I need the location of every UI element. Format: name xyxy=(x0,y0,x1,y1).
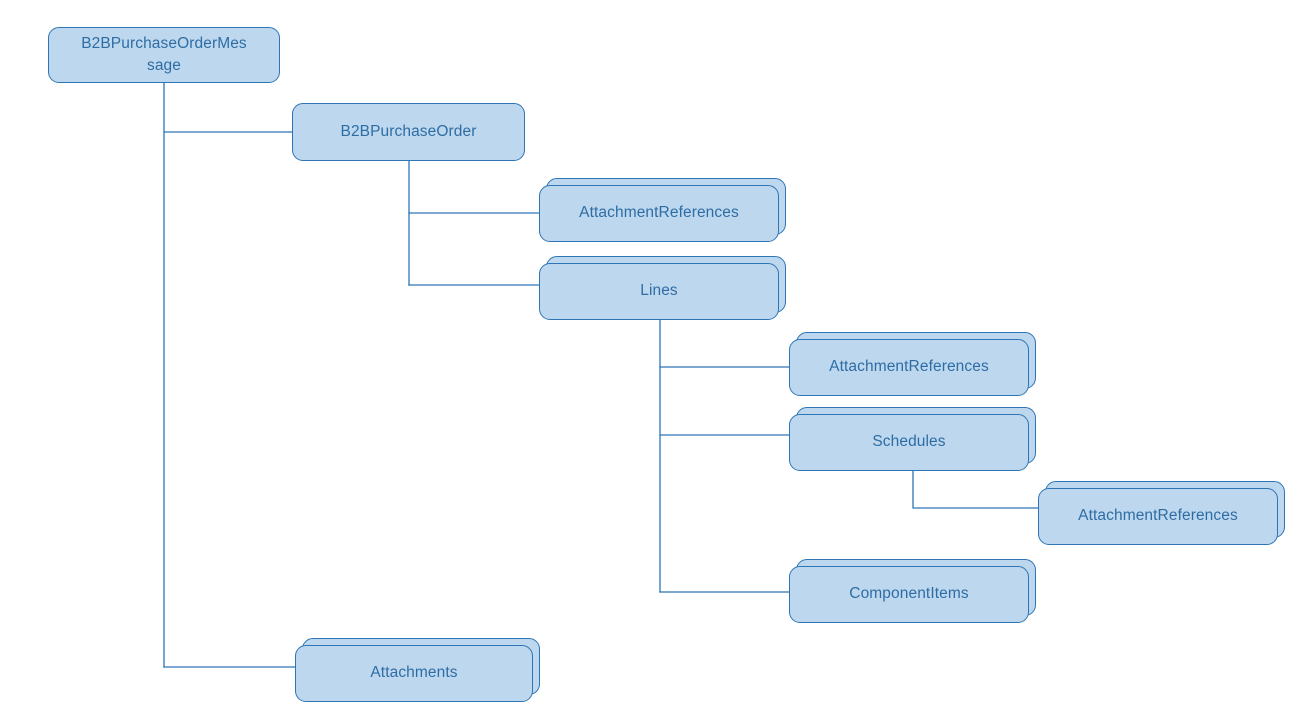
node-schedule-attachment-references[interactable]: AttachmentReferences xyxy=(1038,481,1285,545)
node-card-schedules: Schedules xyxy=(789,414,1029,471)
node-b2b-purchase-order-message[interactable]: B2BPurchaseOrderMes sage xyxy=(48,27,280,83)
node-b2b-purchase-order[interactable]: B2BPurchaseOrder xyxy=(292,103,525,161)
node-attachments[interactable]: Attachments xyxy=(295,638,540,702)
node-lines[interactable]: Lines xyxy=(539,256,786,320)
node-label-order-attachment-references: AttachmentReferences xyxy=(579,204,739,222)
node-label-b2b-purchase-order: B2BPurchaseOrder xyxy=(340,122,477,140)
node-card-order-attachment-references: AttachmentReferences xyxy=(539,185,779,242)
node-component-items[interactable]: ComponentItems xyxy=(789,559,1036,623)
node-card-b2b-purchase-order-message: B2BPurchaseOrderMes sage xyxy=(48,27,280,83)
node-label-attachments: Attachments xyxy=(370,664,458,682)
node-card-lines: Lines xyxy=(539,263,779,320)
node-schedules[interactable]: Schedules xyxy=(789,407,1036,471)
node-label-b2b-purchase-order-message: B2BPurchaseOrderMes sage xyxy=(81,34,247,74)
node-card-line-attachment-references: AttachmentReferences xyxy=(789,339,1029,396)
node-card-schedule-attachment-references: AttachmentReferences xyxy=(1038,488,1278,545)
node-label-lines: Lines xyxy=(640,282,678,300)
node-card-b2b-purchase-order: B2BPurchaseOrder xyxy=(292,103,525,161)
node-label-schedules: Schedules xyxy=(872,433,946,451)
node-label-line-attachment-references: AttachmentReferences xyxy=(829,358,989,376)
node-card-component-items: ComponentItems xyxy=(789,566,1029,623)
node-line-attachment-references[interactable]: AttachmentReferences xyxy=(789,332,1036,396)
node-label-schedule-attachment-references: AttachmentReferences xyxy=(1078,507,1238,525)
node-card-attachments: Attachments xyxy=(295,645,533,702)
connector-schedules-to-refs xyxy=(912,470,1039,509)
node-order-attachment-references[interactable]: AttachmentReferences xyxy=(539,178,786,242)
node-label-component-items: ComponentItems xyxy=(849,585,969,603)
